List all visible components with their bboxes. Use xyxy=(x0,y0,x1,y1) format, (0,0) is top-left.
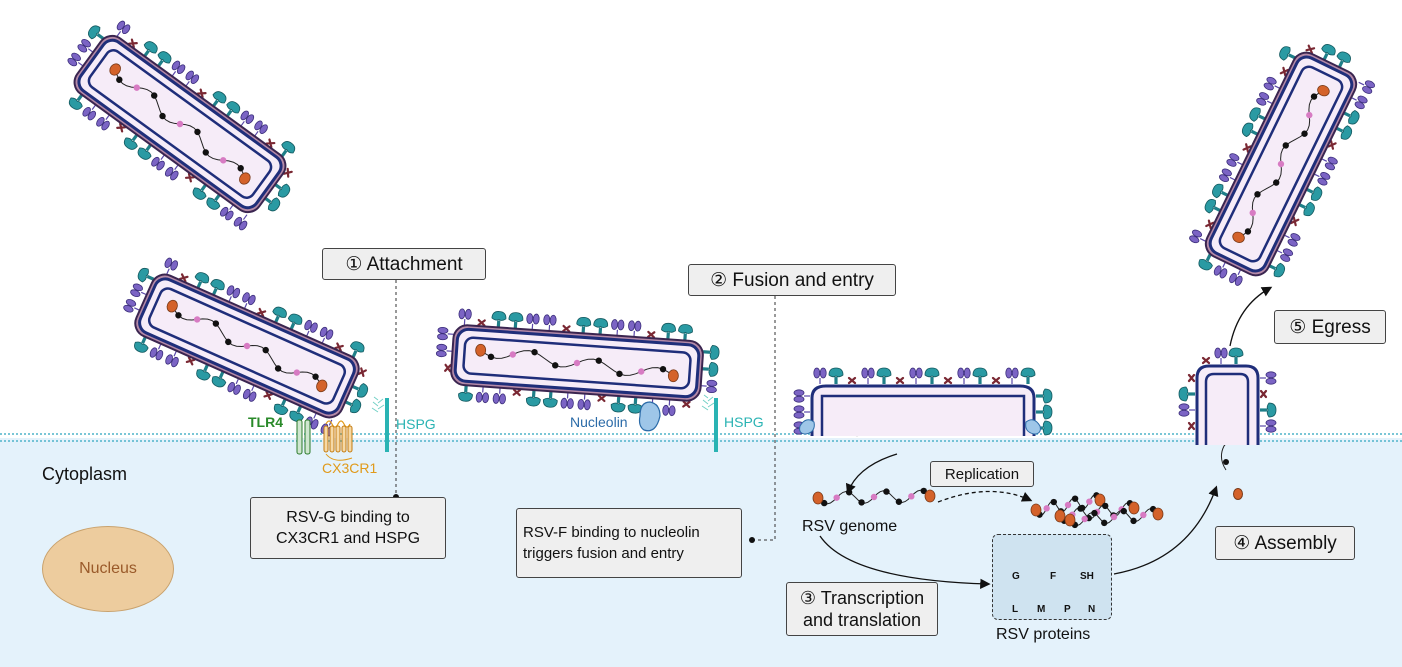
hspg-2 xyxy=(701,394,718,452)
hspg-label-1: HSPG xyxy=(396,416,436,432)
nucleolin-protein xyxy=(638,401,1041,435)
legend-m-label: M xyxy=(1037,604,1046,615)
step-attachment-label: ① Attachment xyxy=(345,253,463,275)
fusion-note-box: RSV-F binding to nucleolin triggers fusi… xyxy=(516,508,742,578)
virion-egressed xyxy=(1187,41,1377,288)
attachment-note-box: RSV-G binding to CX3CR1 and HSPG xyxy=(250,497,446,559)
legend-f-label: F xyxy=(1050,571,1057,582)
hspg-label-2: HSPG xyxy=(724,414,764,430)
legend-p-label: P xyxy=(1064,604,1071,615)
step-egress-label: ⑤ Egress xyxy=(1289,316,1371,338)
rsv-genome-label: RSV genome xyxy=(802,518,898,535)
fusion-note-line2: triggers fusion and entry xyxy=(523,545,684,562)
step-assembly-label: ④ Assembly xyxy=(1233,532,1337,554)
attachment-note-line1: RSV-G binding to xyxy=(286,509,410,526)
cx3cr1-receptor xyxy=(323,420,353,461)
step-assembly-box: ④ Assembly xyxy=(1215,526,1355,560)
nucleus-label: Nucleus xyxy=(79,560,137,577)
tlr4-receptor xyxy=(296,419,311,455)
virion-attaching xyxy=(122,256,371,438)
replication-label: Replication xyxy=(944,465,1020,483)
cx3cr1-label: CX3CR1 xyxy=(322,460,378,476)
rsv-proteins-label: RSV proteins xyxy=(996,626,1091,643)
replication-box: Replication xyxy=(930,461,1034,487)
virion-free-top-left xyxy=(65,19,298,232)
fusion-note-line1: RSV-F binding to nucleolin xyxy=(523,524,700,541)
step-transcription-box: ③ Transcription and translation xyxy=(786,582,938,636)
legend-l-label: L xyxy=(1012,604,1019,615)
virion-fusing xyxy=(435,308,720,417)
rsv-proteins-legend xyxy=(992,534,1112,620)
step-attachment-box: ① Attachment xyxy=(322,248,486,280)
step-egress-box: ⑤ Egress xyxy=(1274,310,1386,344)
legend-sh-label: SH xyxy=(1080,571,1094,582)
step-transcription-line2: and translation xyxy=(802,610,922,630)
legend-n-label: N xyxy=(1088,604,1096,615)
step-transcription-line1: ③ Transcription xyxy=(799,588,925,608)
step-fusion-label: ② Fusion and entry xyxy=(710,269,874,291)
nucleus: Nucleus xyxy=(42,526,174,612)
nucleolin-label: Nucleolin xyxy=(570,414,628,430)
tlr4-label: TLR4 xyxy=(248,414,283,430)
step-fusion-box: ② Fusion and entry xyxy=(688,264,896,296)
attachment-note-line2: CX3CR1 and HSPG xyxy=(275,530,421,547)
cytoplasm-label: Cytoplasm xyxy=(42,464,128,484)
legend-g-label: G xyxy=(1012,571,1020,582)
hspg-1 xyxy=(371,396,389,452)
